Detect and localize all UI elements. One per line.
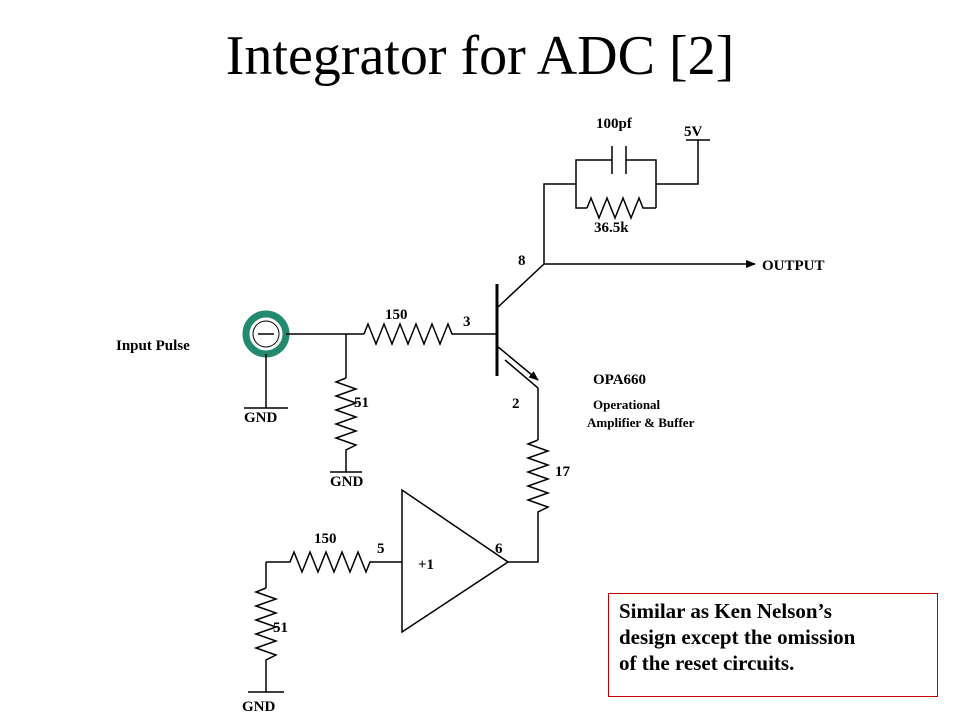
feedback-network [543,139,710,264]
pin-5-label: 5 [377,541,385,557]
input-resistor-label: 150 [385,307,408,323]
emitter-resistor-label: 17 [555,464,571,480]
chip-desc-line1: Operational [593,397,661,412]
resistor-150-buffer [266,549,402,575]
chip-desc-line2: Amplifier & Buffer [587,415,695,430]
chip-name-label: OPA660 [593,372,646,388]
capacitor-label: 100pf [596,116,633,132]
note-line-1: Similar as Ken Nelson’s [619,599,832,623]
input-pulse-label: Input Pulse [116,338,190,354]
feedback-resistor-label: 36.5k [594,220,629,236]
resistor-150-input [363,321,497,347]
feedback-capacitor [611,146,627,174]
page-title: Integrator for ADC [2] [225,25,735,87]
note-line-2: design except the omission [619,625,856,649]
pin-8-label: 8 [518,253,526,269]
gnd-label-shunt: GND [330,474,364,490]
transistor-opa660 [495,263,545,389]
pin-3-label: 3 [463,314,471,330]
supply-label: 5V [684,124,703,140]
buffer-shunt-resistor-label: 51 [273,620,288,636]
buffer-gain-label: +1 [418,557,434,573]
output-label: OUTPUT [762,258,825,274]
shunt-resistor-label: 51 [354,395,369,411]
resistor-17-emitter [508,439,551,563]
note-box: Similar as Ken Nelson’s design except th… [608,593,938,697]
buffer-amplifier [401,488,510,634]
resistor-51-shunt [333,377,359,472]
pin-6-label: 6 [495,541,503,557]
buffer-resistor-label: 150 [314,531,337,547]
gnd-label-buffer: GND [242,699,276,715]
note-line-3: of the reset circuits. [619,651,795,675]
input-coax-connector [242,310,290,358]
resistor-51-buffer [253,587,279,692]
pin-2-label: 2 [512,396,520,412]
gnd-label-input: GND [244,410,278,426]
